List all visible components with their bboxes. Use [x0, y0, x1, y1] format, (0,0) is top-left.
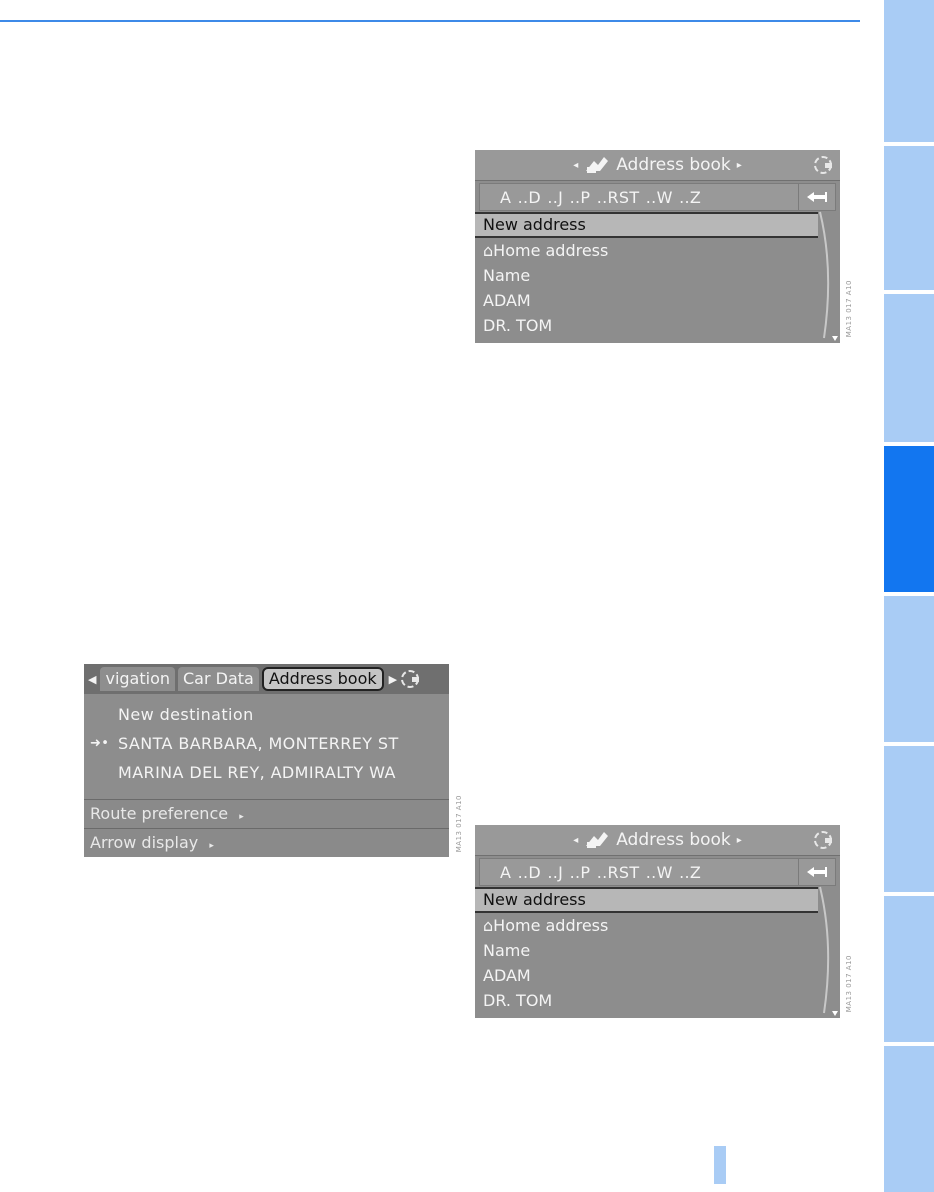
screen-title: Address book	[616, 830, 731, 850]
list-item-marina-del-rey[interactable]: MARINA DEL REY, ADMIRALTY WA	[118, 763, 396, 782]
back-arrow-icon	[805, 863, 829, 882]
list-item-new-address[interactable]: New address	[475, 212, 818, 238]
list-item-adam[interactable]: ADAM	[483, 966, 531, 985]
chapter-tab-3[interactable]	[884, 294, 934, 442]
address-book-icon	[584, 830, 610, 850]
chapter-tab-8[interactable]	[884, 1046, 934, 1192]
chapter-tabs	[884, 0, 934, 1192]
top-rule	[0, 20, 860, 22]
screen-header: ◂ Address book ▸	[475, 825, 840, 856]
screen-title: Address book	[616, 155, 731, 175]
page-marker	[714, 1146, 726, 1184]
image-code: MA13 017 A10	[845, 955, 853, 1013]
image-code: MA13 017 A10	[845, 280, 853, 338]
scrollbar[interactable]	[818, 210, 840, 343]
chapter-tab-4-active[interactable]	[884, 446, 934, 592]
list-item-dr-tom[interactable]: DR. TOM	[483, 316, 553, 335]
tabs-left-arrow-icon[interactable]: ◀	[88, 672, 97, 686]
navigation-menu-screen: ◀ vigation Car Data Address book ▶ New d…	[84, 664, 449, 857]
chapter-tab-2[interactable]	[884, 146, 934, 290]
list-item-adam[interactable]: ADAM	[483, 291, 531, 310]
image-code: MA13 017 A10	[455, 795, 463, 853]
controller-icon	[812, 829, 834, 851]
tab-navigation[interactable]: vigation	[100, 667, 175, 691]
screen-header: ◂ Address book ▸	[475, 150, 840, 181]
home-icon: ⌂	[483, 916, 494, 935]
list-item-name[interactable]: Name	[483, 941, 531, 960]
arrow-display-button[interactable]: Arrow display ▸	[84, 828, 449, 857]
list-item-new-destination[interactable]: New destination	[118, 705, 254, 724]
header-right-arrow[interactable]: ▸	[736, 834, 742, 846]
scrollbar[interactable]	[818, 885, 840, 1018]
chapter-tab-7[interactable]	[884, 896, 934, 1042]
header-right-arrow[interactable]: ▸	[736, 159, 742, 171]
chevron-right-icon: ▸	[209, 841, 214, 851]
header-left-arrow[interactable]: ◂	[573, 159, 579, 171]
back-arrow-icon	[805, 188, 829, 207]
menu-tabs: ◀ vigation Car Data Address book ▶	[84, 664, 449, 694]
back-button[interactable]	[798, 858, 836, 886]
active-destination-icon: ➜•	[90, 736, 110, 751]
alphabet-selector[interactable]: A ..D ..J ..P ..RST ..W ..Z	[479, 183, 804, 211]
list-item-new-address[interactable]: New address	[475, 887, 818, 913]
controller-icon	[812, 154, 834, 176]
tabs-right-arrow-icon[interactable]: ▶	[388, 672, 398, 686]
list-item-santa-barbara[interactable]: ➜•SANTA BARBARA, MONTERREY ST	[84, 729, 449, 758]
address-list: New address ⌂Home address Name ADAM DR. …	[475, 887, 840, 1013]
back-button[interactable]	[798, 183, 836, 211]
address-book-screen-bottom: ◂ Address book ▸ A ..D ..J ..P ..RST ..W…	[475, 825, 840, 1018]
list-item-home-address[interactable]: ⌂Home address	[483, 916, 609, 935]
chapter-tab-1[interactable]	[884, 0, 934, 142]
chapter-tab-5[interactable]	[884, 596, 934, 742]
address-book-icon	[584, 155, 610, 175]
controller-icon	[399, 668, 421, 690]
destination-list: New destination ➜•SANTA BARBARA, MONTERR…	[84, 700, 449, 787]
list-item-home-address[interactable]: ⌂Home address	[483, 241, 609, 260]
header-left-arrow[interactable]: ◂	[573, 834, 579, 846]
list-item-dr-tom[interactable]: DR. TOM	[483, 991, 553, 1010]
chevron-right-icon: ▸	[239, 812, 244, 822]
tab-car-data[interactable]: Car Data	[178, 667, 259, 691]
home-icon: ⌂	[483, 241, 494, 260]
menu-bottom-options: Route preference ▸ Arrow display ▸	[84, 799, 449, 857]
route-preference-button[interactable]: Route preference ▸	[84, 799, 449, 828]
tab-address-book[interactable]: Address book	[261, 667, 384, 691]
address-list: New address ⌂Home address Name ADAM DR. …	[475, 212, 840, 338]
list-item-name[interactable]: Name	[483, 266, 531, 285]
alphabet-selector[interactable]: A ..D ..J ..P ..RST ..W ..Z	[479, 858, 804, 886]
address-book-screen-top: ◂ Address book ▸ A ..D ..J ..P ..RST ..W…	[475, 150, 840, 343]
chapter-tab-6[interactable]	[884, 746, 934, 892]
